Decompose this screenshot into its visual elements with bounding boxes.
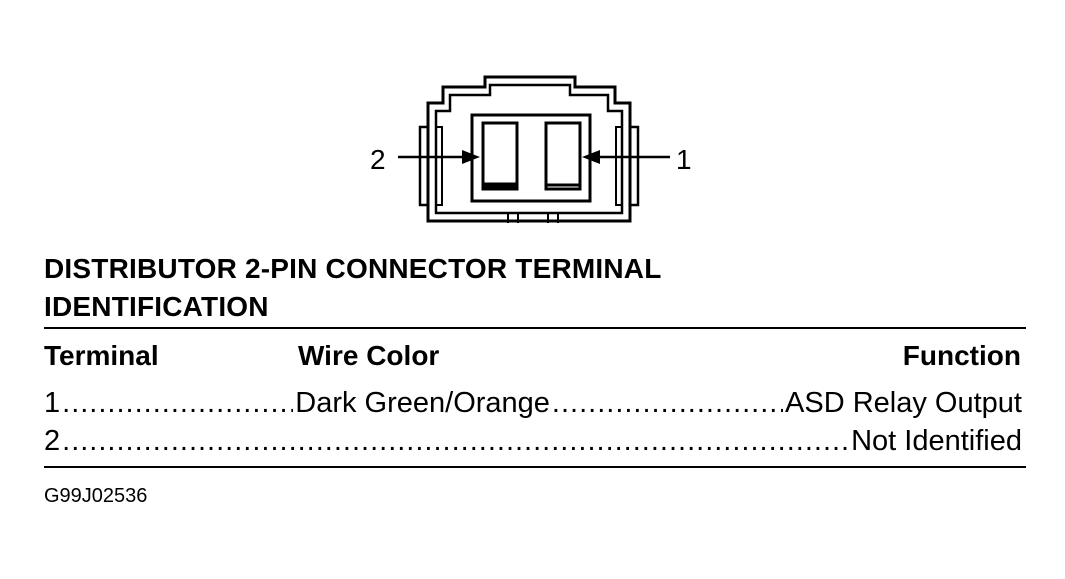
figure-id: G99J02536 <box>44 485 148 507</box>
connector-icon <box>398 75 670 223</box>
connector-housing-outer <box>426 75 632 223</box>
pin-1-label: 1 <box>676 144 692 175</box>
header-terminal: Terminal <box>44 340 159 371</box>
header-wire-color: Wire Color <box>298 340 440 371</box>
row-2-terminal: 2 <box>44 425 61 457</box>
connector-latch-right <box>630 125 640 207</box>
dot-leader: ........................................… <box>62 425 849 457</box>
table-top-rule <box>44 327 1026 329</box>
title-line-1: DISTRIBUTOR 2-PIN CONNECTOR TERMINAL <box>44 253 662 284</box>
row-1-terminal: 1 <box>44 387 61 419</box>
row-1-function: ASD Relay Output <box>785 387 1022 419</box>
pin-2-terminal <box>481 121 519 191</box>
title-line-2: IDENTIFICATION <box>44 291 269 322</box>
connector-latch-left <box>418 125 428 207</box>
table-row: 1 ......................................… <box>44 386 1022 420</box>
pin-1-terminal <box>544 121 582 191</box>
row-1-wire-color: Dark Green/Orange <box>295 387 550 419</box>
header-function: Function <box>902 340 1021 371</box>
dot-leader: ........................................… <box>551 387 784 419</box>
table-row: 2 ......................................… <box>44 424 1022 458</box>
pin-2-label: 2 <box>370 144 386 175</box>
pin-1-arrowhead <box>582 150 600 164</box>
table-bottom-rule <box>44 466 1026 468</box>
diagram-title: DISTRIBUTOR 2-PIN CONNECTOR TERMINAL IDE… <box>44 250 662 326</box>
row-2-function: Not Identified <box>851 425 1022 457</box>
pin-2-arrowhead <box>462 150 480 164</box>
dot-leader: ........................................… <box>62 387 294 419</box>
connector-housing-inner <box>434 83 624 215</box>
